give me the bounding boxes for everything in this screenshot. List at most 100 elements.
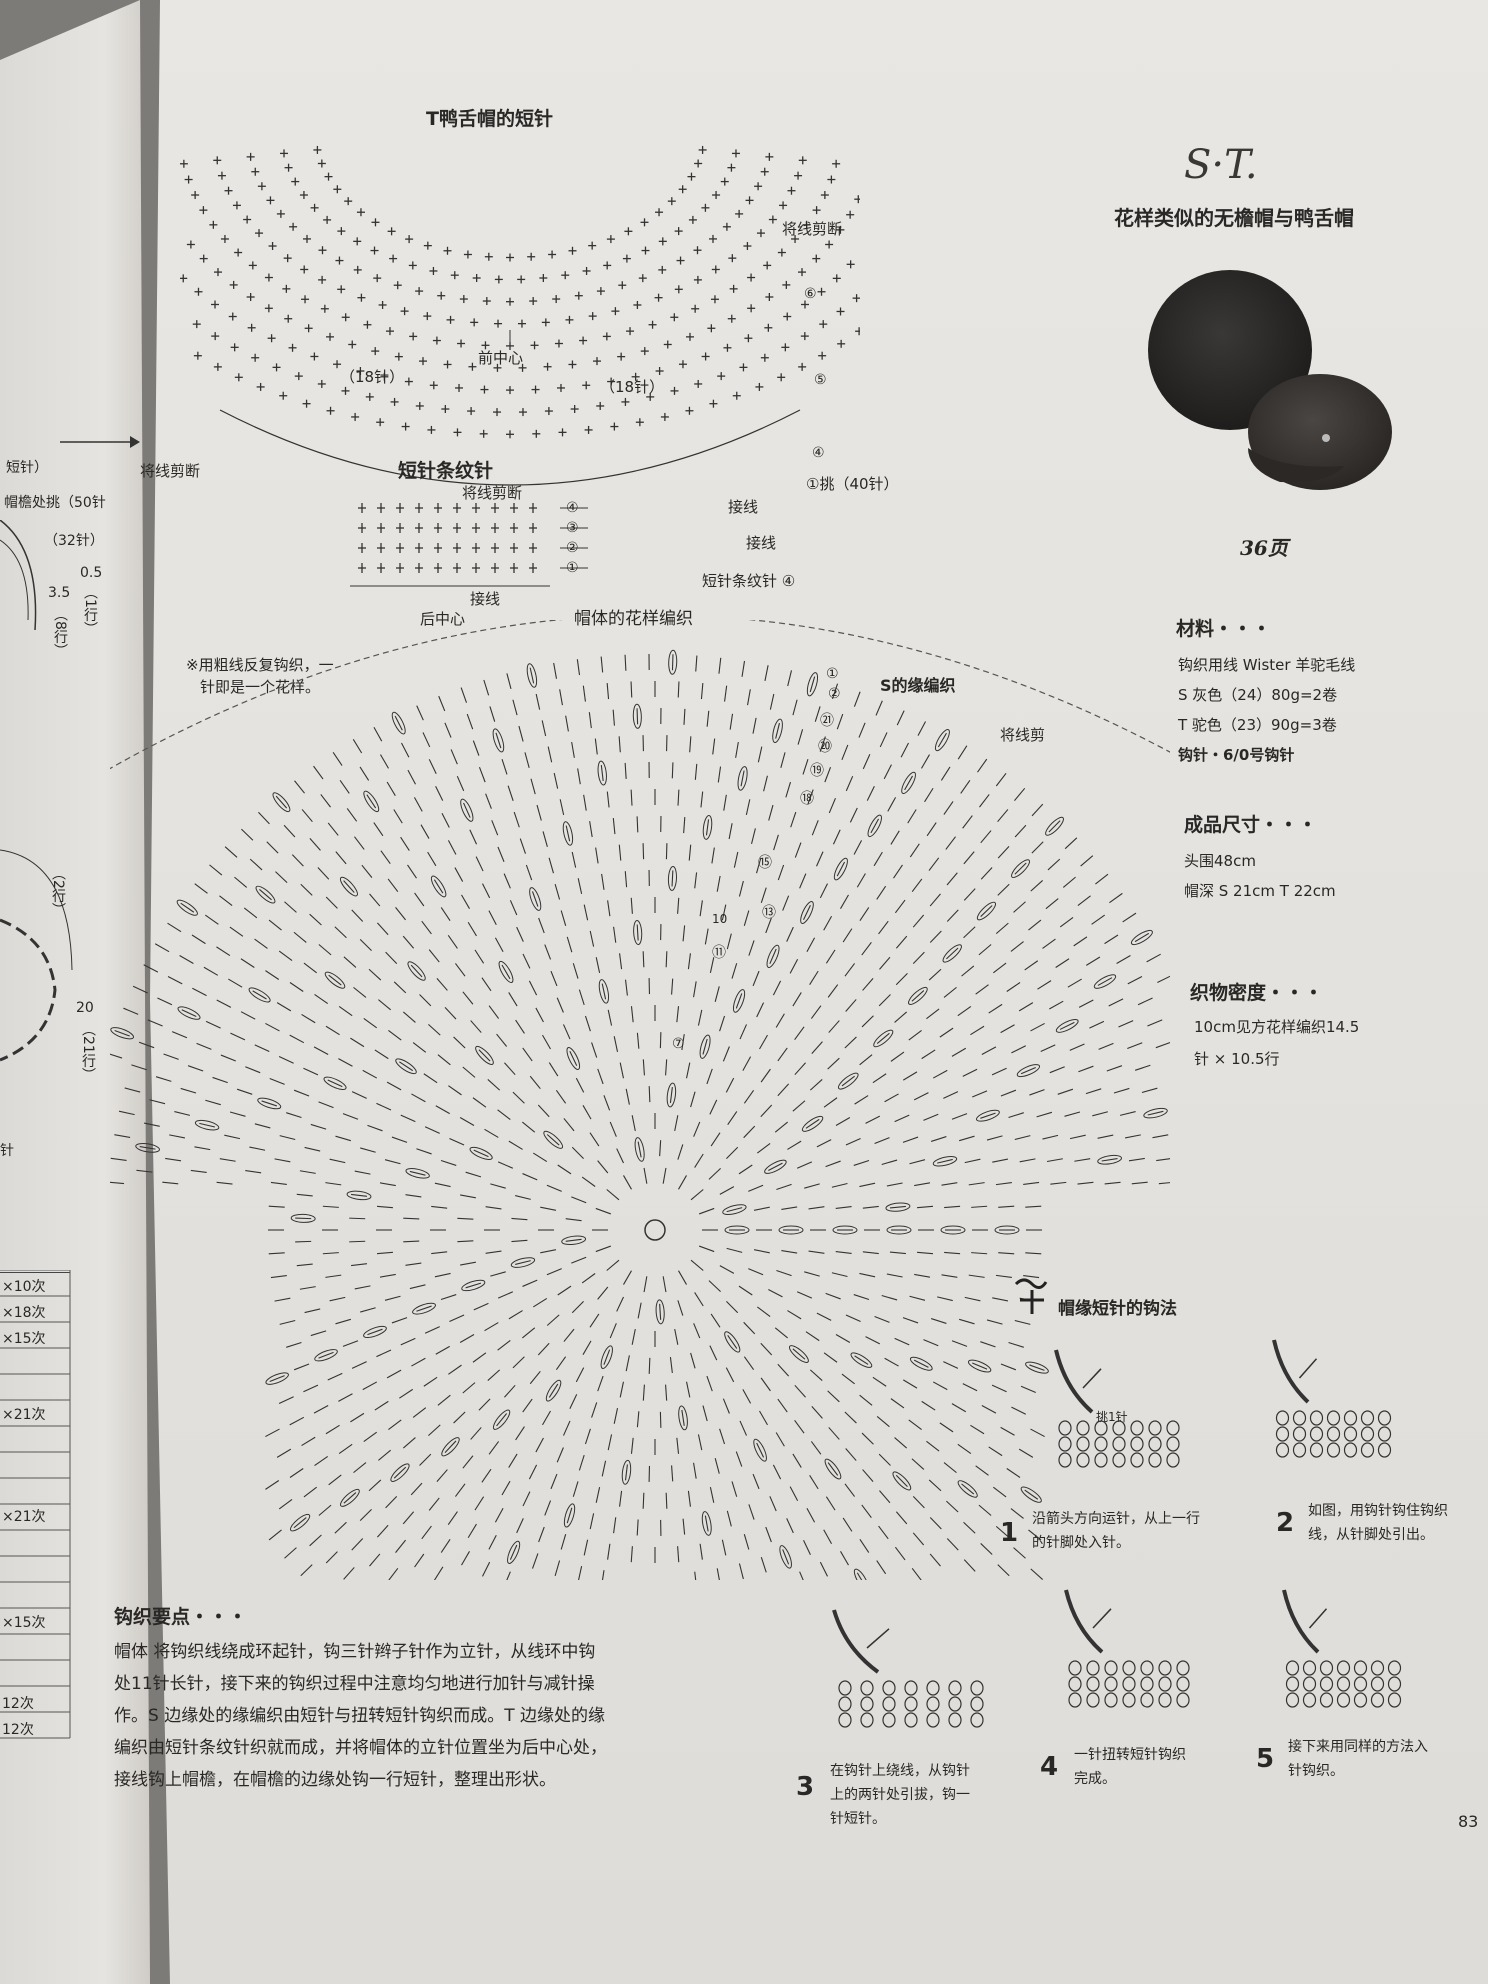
- stitch-cross: [341, 313, 350, 322]
- dc-stitch: [972, 1090, 988, 1098]
- dc-stitch: [562, 1024, 571, 1040]
- dc-stitch: [484, 1128, 499, 1138]
- dc-stitch: [900, 742, 909, 758]
- stitch-cross: [472, 274, 481, 283]
- dc-stitch: [809, 1369, 823, 1381]
- dc-stitch: [595, 1207, 612, 1215]
- fabric-loop: [1086, 1676, 1100, 1692]
- dc-stitch: [619, 953, 623, 970]
- dc-stitch: [485, 1206, 502, 1210]
- stripe-row-label: ④: [566, 500, 579, 516]
- single-crochet-symbol-icon: [1014, 1278, 1048, 1314]
- dc-stitch: [988, 1446, 1003, 1457]
- dc-stitch: [757, 746, 763, 763]
- dc-stitch: [555, 1356, 567, 1371]
- stitch-cross: [626, 327, 635, 336]
- dc-stitch: [804, 1271, 820, 1277]
- dc-stitch: [478, 1049, 491, 1062]
- stitch-cross: [279, 391, 288, 400]
- step-number: 1: [1000, 1518, 1019, 1548]
- fabric-loop: [1122, 1676, 1136, 1692]
- dc-stitch: [384, 1159, 401, 1165]
- dc-stitch: [745, 799, 751, 816]
- dc-stitch: [1137, 997, 1153, 1006]
- dc-stitch: [402, 1511, 415, 1525]
- puff-stitch: [562, 821, 574, 846]
- dc-stitch: [1077, 895, 1091, 906]
- dc-stitch: [1128, 1157, 1145, 1162]
- dc-stitch: [1030, 1428, 1045, 1438]
- dc-stitch: [908, 1030, 922, 1041]
- puff-stitch: [957, 1480, 978, 1498]
- dc-stitch: [876, 1032, 890, 1045]
- dc-stitch: [279, 1135, 296, 1141]
- stitch-cross: [288, 343, 297, 352]
- dc-stitch: [959, 1318, 975, 1325]
- dc-stitch: [765, 917, 772, 934]
- dc-stitch: [772, 1464, 782, 1480]
- stitch-cross: [747, 273, 756, 282]
- puff-stitch: [526, 663, 538, 688]
- dc-stitch: [335, 1318, 351, 1325]
- dc-stitch: [690, 1091, 696, 1108]
- dc-stitch: [132, 985, 148, 994]
- dc-stitch: [268, 1529, 282, 1541]
- dc-stitch: [589, 1313, 600, 1328]
- puff-stitch: [363, 1325, 387, 1338]
- dc-stitch: [1098, 1042, 1114, 1050]
- dc-stitch: [496, 1033, 508, 1047]
- stitch-cross: [596, 287, 605, 296]
- dc-stitch: [428, 949, 440, 963]
- dc-stitch: [209, 864, 223, 876]
- stitch-cross: [232, 201, 241, 210]
- stitch-cross: [427, 425, 436, 434]
- dc-stitch: [606, 791, 610, 808]
- stitch-cross: [646, 392, 655, 401]
- dc-stitch: [975, 1465, 989, 1476]
- dc-stitch: [890, 830, 900, 845]
- peak-cut-label-right: 将线剪断: [782, 220, 843, 238]
- dc-stitch: [911, 878, 923, 892]
- dc-stitch: [835, 1334, 851, 1343]
- dc-stitch: [865, 1115, 881, 1124]
- stitch-cross: [568, 360, 577, 369]
- dc-stitch: [435, 1345, 450, 1355]
- dc-stitch: [777, 864, 785, 881]
- stitch-cross: [317, 159, 326, 168]
- dc-stitch: [190, 1169, 207, 1173]
- dc-stitch: [619, 1381, 625, 1398]
- left-arrow-label: 短针）: [6, 460, 48, 476]
- stitch-cross: [377, 543, 385, 553]
- stitch-cross: [415, 523, 423, 533]
- dc-stitch: [619, 1490, 623, 1507]
- step-text: 在钩针上绕线，从钩针: [830, 1763, 970, 1779]
- dc-stitch: [816, 1139, 832, 1148]
- puff-stitch: [934, 729, 950, 752]
- dc-stitch: [861, 1504, 872, 1519]
- stitch-cross: [443, 360, 452, 369]
- stitch-cross: [194, 287, 203, 296]
- dc-stitch: [881, 1294, 898, 1301]
- dc-stitch: [677, 789, 680, 806]
- dc-stitch: [997, 883, 1010, 896]
- stitch-cross: [294, 372, 303, 381]
- dc-stitch: [557, 1164, 572, 1175]
- dc-stitch: [624, 871, 628, 888]
- dc-stitch: [431, 1251, 448, 1255]
- dc-stitch: [876, 885, 887, 900]
- dc-stitch: [325, 1424, 340, 1435]
- dc-stitch: [278, 1056, 294, 1064]
- dc-stitch: [743, 1534, 750, 1550]
- stitch-cross: [199, 206, 208, 215]
- stitch-cross: [415, 543, 423, 553]
- dc-stitch: [979, 794, 990, 808]
- dc-stitch: [508, 992, 518, 1007]
- dc-stitch: [167, 976, 183, 985]
- dc-stitch: [917, 1251, 934, 1255]
- dc-stitch: [796, 1161, 813, 1169]
- dc-stitch: [440, 907, 451, 922]
- dc-stitch: [980, 905, 993, 917]
- dc-stitch: [923, 1113, 939, 1121]
- dc-stitch: [354, 1285, 371, 1290]
- stitch-cross: [846, 260, 855, 269]
